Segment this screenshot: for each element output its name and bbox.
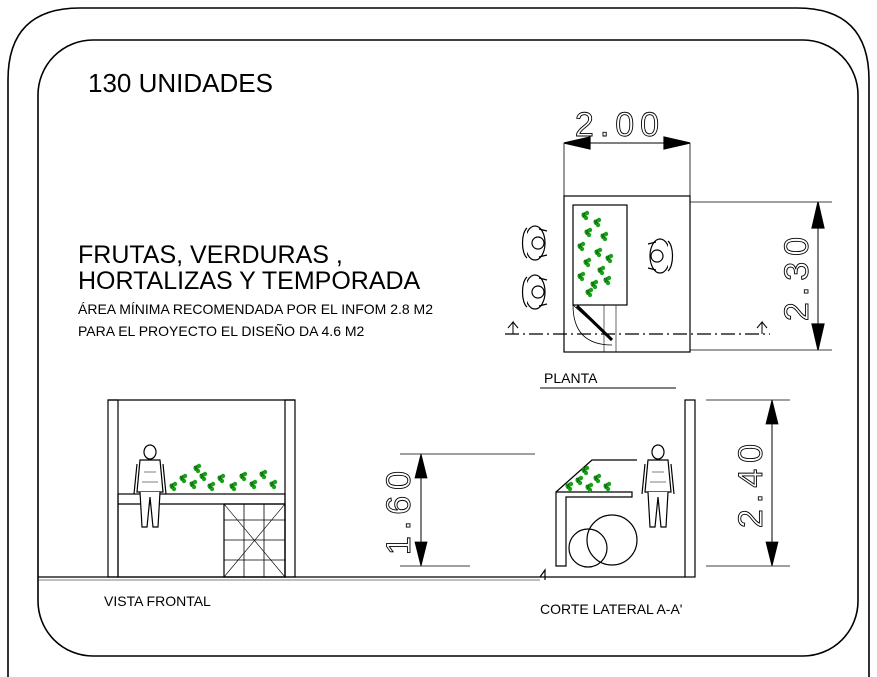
- label-plan-view: PLANTA: [544, 370, 598, 386]
- front-view: [38, 399, 540, 581]
- page-title: 130 UNIDADES: [88, 68, 273, 98]
- dim-counter-height: [400, 453, 535, 567]
- plan-foliage: [577, 210, 614, 298]
- plan-view: [505, 136, 832, 389]
- plan-door-swing: [572, 304, 613, 346]
- section-sack: [568, 528, 608, 568]
- section-foliage: [565, 465, 612, 493]
- plan-produce-table: [572, 204, 628, 306]
- category-line-2: HORTALIZAS Y TEMPORADA: [78, 267, 421, 295]
- plan-person-icon: [521, 225, 548, 261]
- section-view: [539, 399, 696, 580]
- note-design-area: PARA EL PROYECTO EL DISEÑO DA 4.6 M2: [78, 323, 365, 339]
- label-front-view: VISTA FRONTAL: [104, 593, 211, 609]
- inner-frame: [37, 39, 859, 657]
- note-min-area: ÁREA MÍNIMA RECOMENDADA POR EL INFOM 2.8…: [78, 301, 433, 317]
- outer-frame: [7, 7, 870, 677]
- plan-stall-outline: [563, 195, 691, 353]
- label-section-view: CORTE LATERAL A-A': [540, 601, 683, 617]
- plan-person-icon: [521, 274, 548, 310]
- dim-text-counter-height: 1.60: [380, 465, 418, 555]
- front-foliage: [168, 463, 278, 492]
- dim-text-plan-width: 2.00: [575, 106, 665, 144]
- dim-text-plan-depth: 2.30: [778, 231, 816, 321]
- category-line-1: FRUTAS, VERDURAS ,: [78, 241, 343, 269]
- dim-text-total-height: 2.40: [732, 438, 770, 528]
- plan-person-icon: [647, 238, 674, 274]
- section-person-icon: [641, 444, 675, 528]
- front-vendor-icon: [133, 444, 167, 528]
- section-canopy: [555, 459, 637, 493]
- dim-total-height: [706, 399, 790, 567]
- section-sack: [586, 514, 638, 566]
